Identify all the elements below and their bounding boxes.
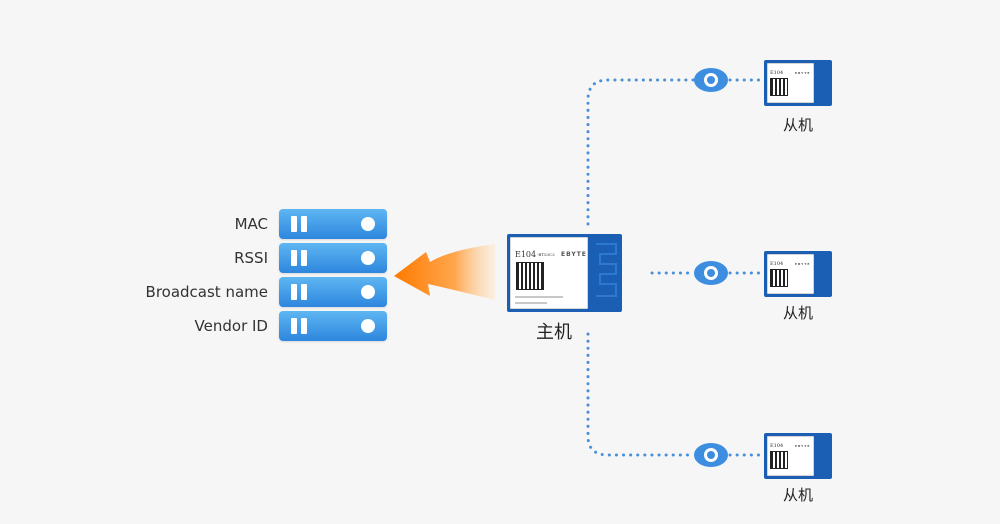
slave-module-middle: E104 EBYTE bbox=[764, 251, 832, 297]
slave-label: 从机 bbox=[782, 486, 813, 504]
eye-icon bbox=[694, 68, 728, 92]
field-label-mac: MAC bbox=[234, 215, 268, 233]
qr-code-icon bbox=[770, 269, 788, 287]
slave-label: 从机 bbox=[782, 304, 813, 322]
antenna-trace-icon bbox=[596, 243, 617, 297]
orange-arrow-icon bbox=[394, 244, 495, 300]
eye-icon bbox=[694, 261, 728, 285]
module-brand: EBYTE bbox=[561, 251, 587, 258]
eye-icon bbox=[694, 443, 728, 467]
module-model: E104 bbox=[515, 250, 537, 259]
server-rack-icon bbox=[279, 311, 387, 341]
field-label-vendor-id: Vendor ID bbox=[194, 317, 268, 335]
server-rack-icon bbox=[279, 243, 387, 273]
slave-label: 从机 bbox=[782, 116, 813, 134]
master-label: 主机 bbox=[536, 322, 572, 343]
slave-module-top: E104 EBYTE bbox=[764, 60, 832, 106]
master-module: E104 -BT53C3 EBYTE bbox=[507, 234, 622, 312]
qr-code-icon bbox=[770, 78, 788, 96]
link-master-slave-top bbox=[586, 78, 696, 226]
slave-module-bottom: E104 EBYTE bbox=[764, 433, 832, 479]
field-label-broadcast-name: Broadcast name bbox=[145, 283, 268, 301]
module-chip: -BT53C3 bbox=[537, 252, 555, 257]
field-label-rssi: RSSI bbox=[234, 249, 268, 267]
server-rack-icon bbox=[279, 277, 387, 307]
server-rack-icon bbox=[279, 209, 387, 239]
link-master-slave-bottom bbox=[586, 332, 696, 457]
qr-code-icon bbox=[770, 451, 788, 469]
qr-code-icon bbox=[516, 262, 544, 290]
